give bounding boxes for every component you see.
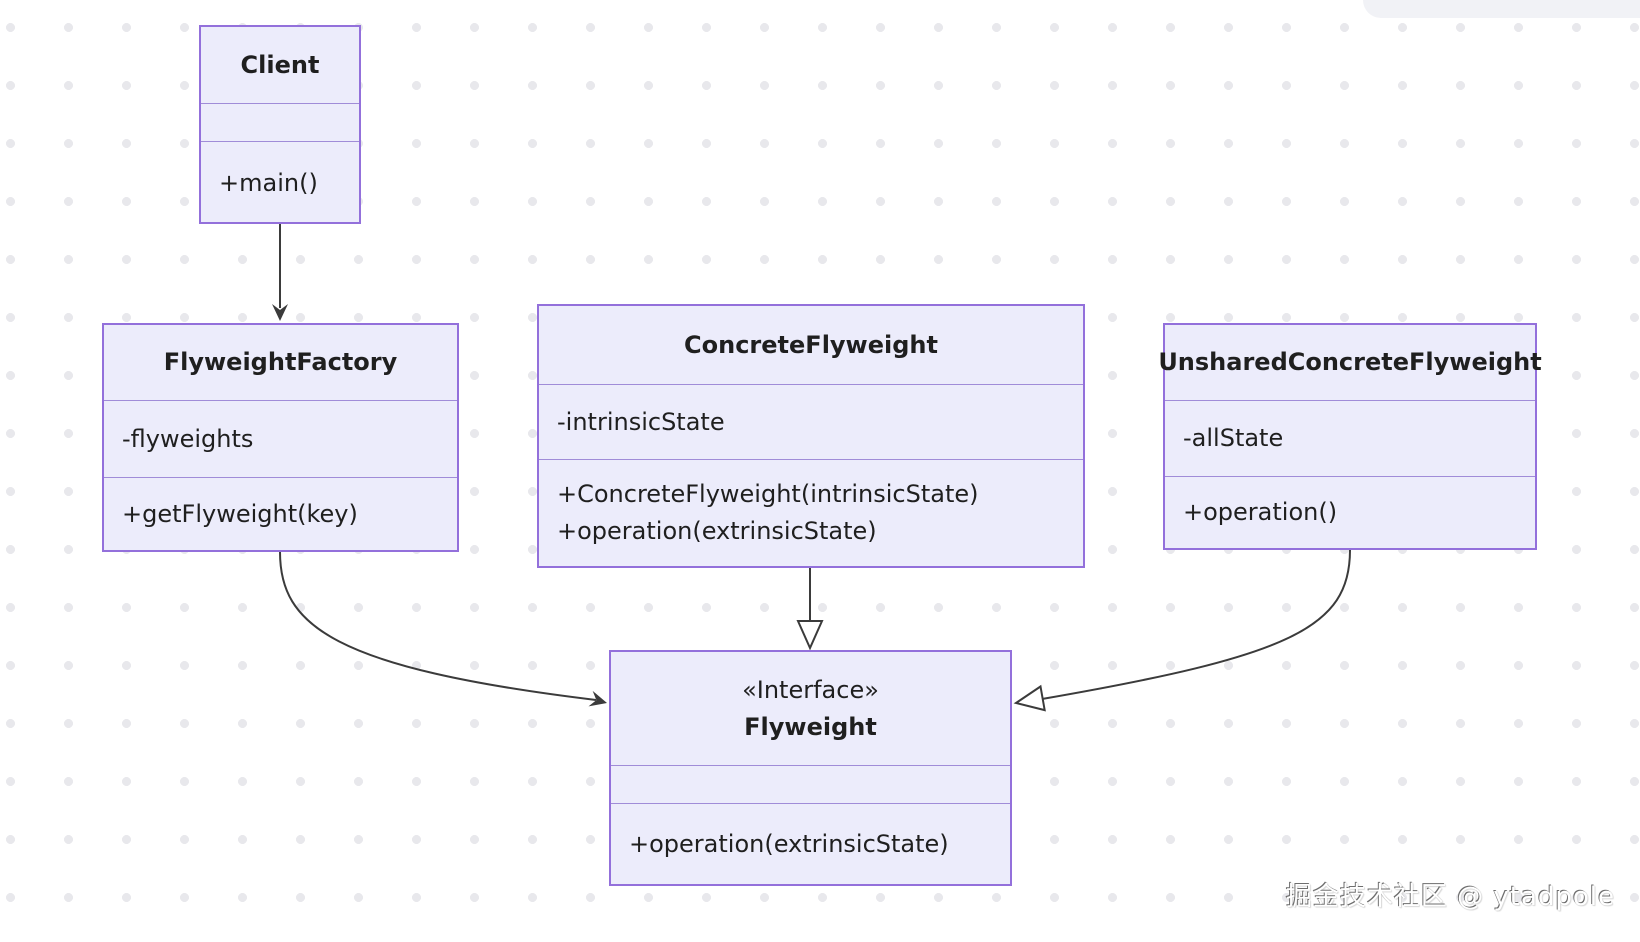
class-methods-flyweightfactory: +getFlyweight(key): [104, 477, 457, 550]
attribute-label: -flyweights: [122, 424, 254, 453]
class-name: Flyweight: [744, 712, 877, 741]
class-methods-flyweight: +operation(extrinsicState): [611, 803, 1010, 884]
class-attributes-flyweightfactory: -flyweights: [104, 400, 457, 477]
class-attributes-flyweight: [611, 765, 1010, 803]
edge-client-to-flyweightfactory: [272, 224, 288, 321]
method-label: +operation(extrinsicState): [629, 829, 949, 858]
class-attributes-concreteflyweight: -intrinsicState: [539, 384, 1083, 459]
edge-flyweightfactory-to-flyweight: [279, 551, 607, 707]
class-title-flyweightfactory: FlyweightFactory: [104, 325, 457, 400]
attribute-label: -intrinsicState: [557, 407, 725, 436]
method-label: +operation(extrinsicState): [557, 517, 877, 545]
top-right-panel-corner: [1363, 0, 1640, 18]
method-label: +ConcreteFlyweight(intrinsicState): [557, 480, 979, 508]
edge-unsharedconcreteflyweight-to-flyweight: [1013, 549, 1351, 712]
attribute-label: -allState: [1183, 424, 1284, 452]
class-box-client: Client +main(): [199, 25, 361, 224]
method-label: +operation(): [1183, 498, 1338, 526]
method-label: +getFlyweight(key): [122, 499, 358, 528]
class-title-unsharedconcreteflyweight: UnsharedConcreteFlyweight: [1158, 325, 1541, 400]
class-box-flyweightfactory: FlyweightFactory -flyweights +getFlyweig…: [102, 323, 459, 552]
class-stereotype: «Interface»: [742, 675, 879, 704]
class-attributes-unsharedconcreteflyweight: -allState: [1165, 400, 1535, 476]
class-box-concreteflyweight: ConcreteFlyweight -intrinsicState +Concr…: [537, 304, 1085, 568]
class-title-client: Client: [201, 27, 359, 103]
class-box-unsharedconcreteflyweight: UnsharedConcreteFlyweight -allState +ope…: [1158, 323, 1542, 550]
class-attributes-client: [201, 103, 359, 141]
class-name: UnsharedConcreteFlyweight: [1158, 348, 1542, 376]
class-name: FlyweightFactory: [163, 348, 398, 376]
class-methods-concreteflyweight: +ConcreteFlyweight(intrinsicState) +oper…: [539, 459, 1083, 566]
method-label: +main(): [219, 168, 318, 197]
class-methods-client: +main(): [201, 141, 359, 224]
class-title-concreteflyweight: ConcreteFlyweight: [539, 306, 1083, 384]
class-name: ConcreteFlyweight: [684, 330, 938, 359]
edge-concreteflyweight-to-flyweight: [796, 568, 824, 651]
class-title-flyweight: «Interface» Flyweight: [611, 652, 1010, 765]
class-methods-unsharedconcreteflyweight: +operation(): [1165, 476, 1535, 548]
watermark: 掘金技术社区 @ ytadpole: [1285, 882, 1615, 912]
class-box-flyweight: «Interface» Flyweight +operation(extrins…: [609, 650, 1012, 886]
class-name: Client: [240, 50, 320, 79]
